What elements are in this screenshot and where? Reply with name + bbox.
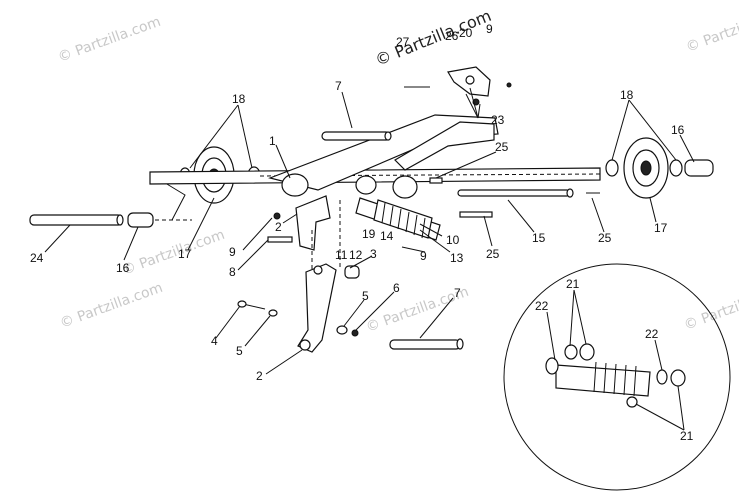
callout-label: 19 [362,227,376,241]
callout-label: 22 [535,299,549,313]
left-shaft [29,212,192,228]
callout-label: 26 [445,29,459,43]
callout-label: 9 [229,245,236,259]
cross-shaft [149,167,601,185]
callout-label: 22 [645,327,659,341]
callout-label: 2 [275,220,282,234]
right-idler-wheel [605,137,714,199]
callout-label: 7 [454,286,461,300]
watermark-text: © Partzilla.com [682,282,739,334]
callout-label: 8 [229,265,236,279]
callout-label: 23 [491,113,505,127]
watermark-text: © Partzilla.com [684,4,739,56]
callout-label: 25 [598,231,612,245]
detail-inset [503,263,731,491]
callout-label: 6 [393,281,400,295]
lower-link-arm [237,263,464,353]
callout-label: 5 [362,289,369,303]
callout-label: 3 [370,247,377,261]
callout-label: 25 [495,140,509,154]
callout-label: 13 [450,251,464,265]
shock-absorber [355,197,441,241]
callout-label: 16 [671,123,685,137]
right-hardware [429,177,600,218]
watermark-main: © Partzilla.com [372,6,494,70]
top-bracket [404,66,512,106]
callout-label: 16 [116,261,130,275]
callout-label: 18 [620,88,634,102]
callout-label: 5 [236,344,243,358]
callout-label: 1 [269,134,276,148]
callout-label: 25 [486,247,500,261]
callout-label: 10 [446,233,460,247]
upper-arm [268,114,499,199]
callout-label: 18 [232,92,246,106]
callout-label: 21 [680,429,694,443]
callout-label: 4 [211,334,218,348]
watermark-text: © Partzilla.com [56,14,163,66]
callout-label: 17 [178,247,192,261]
callout-label: 9 [486,22,493,36]
callout-labels: 27 26 20 9 7 18 1 23 25 18 16 2 9 8 24 1… [30,22,694,443]
leader-lines [44,87,695,431]
callout-label: 24 [30,251,44,265]
callout-label: 12 [349,248,363,262]
callout-label: 2 [256,369,263,383]
left-bracket [267,195,341,290]
callout-label: 9 [420,249,427,263]
callout-label: 20 [459,26,473,40]
watermark-text: © Partzilla.com [120,227,227,279]
callout-label: 7 [335,79,342,93]
watermark-text: © Partzilla.com [58,280,165,332]
callout-label: 21 [566,277,580,291]
callout-label: 17 [654,221,668,235]
callout-label: 15 [532,231,546,245]
callout-label: 14 [380,229,394,243]
callout-label: 27 [396,35,410,49]
callout-label: 11 [335,248,348,262]
